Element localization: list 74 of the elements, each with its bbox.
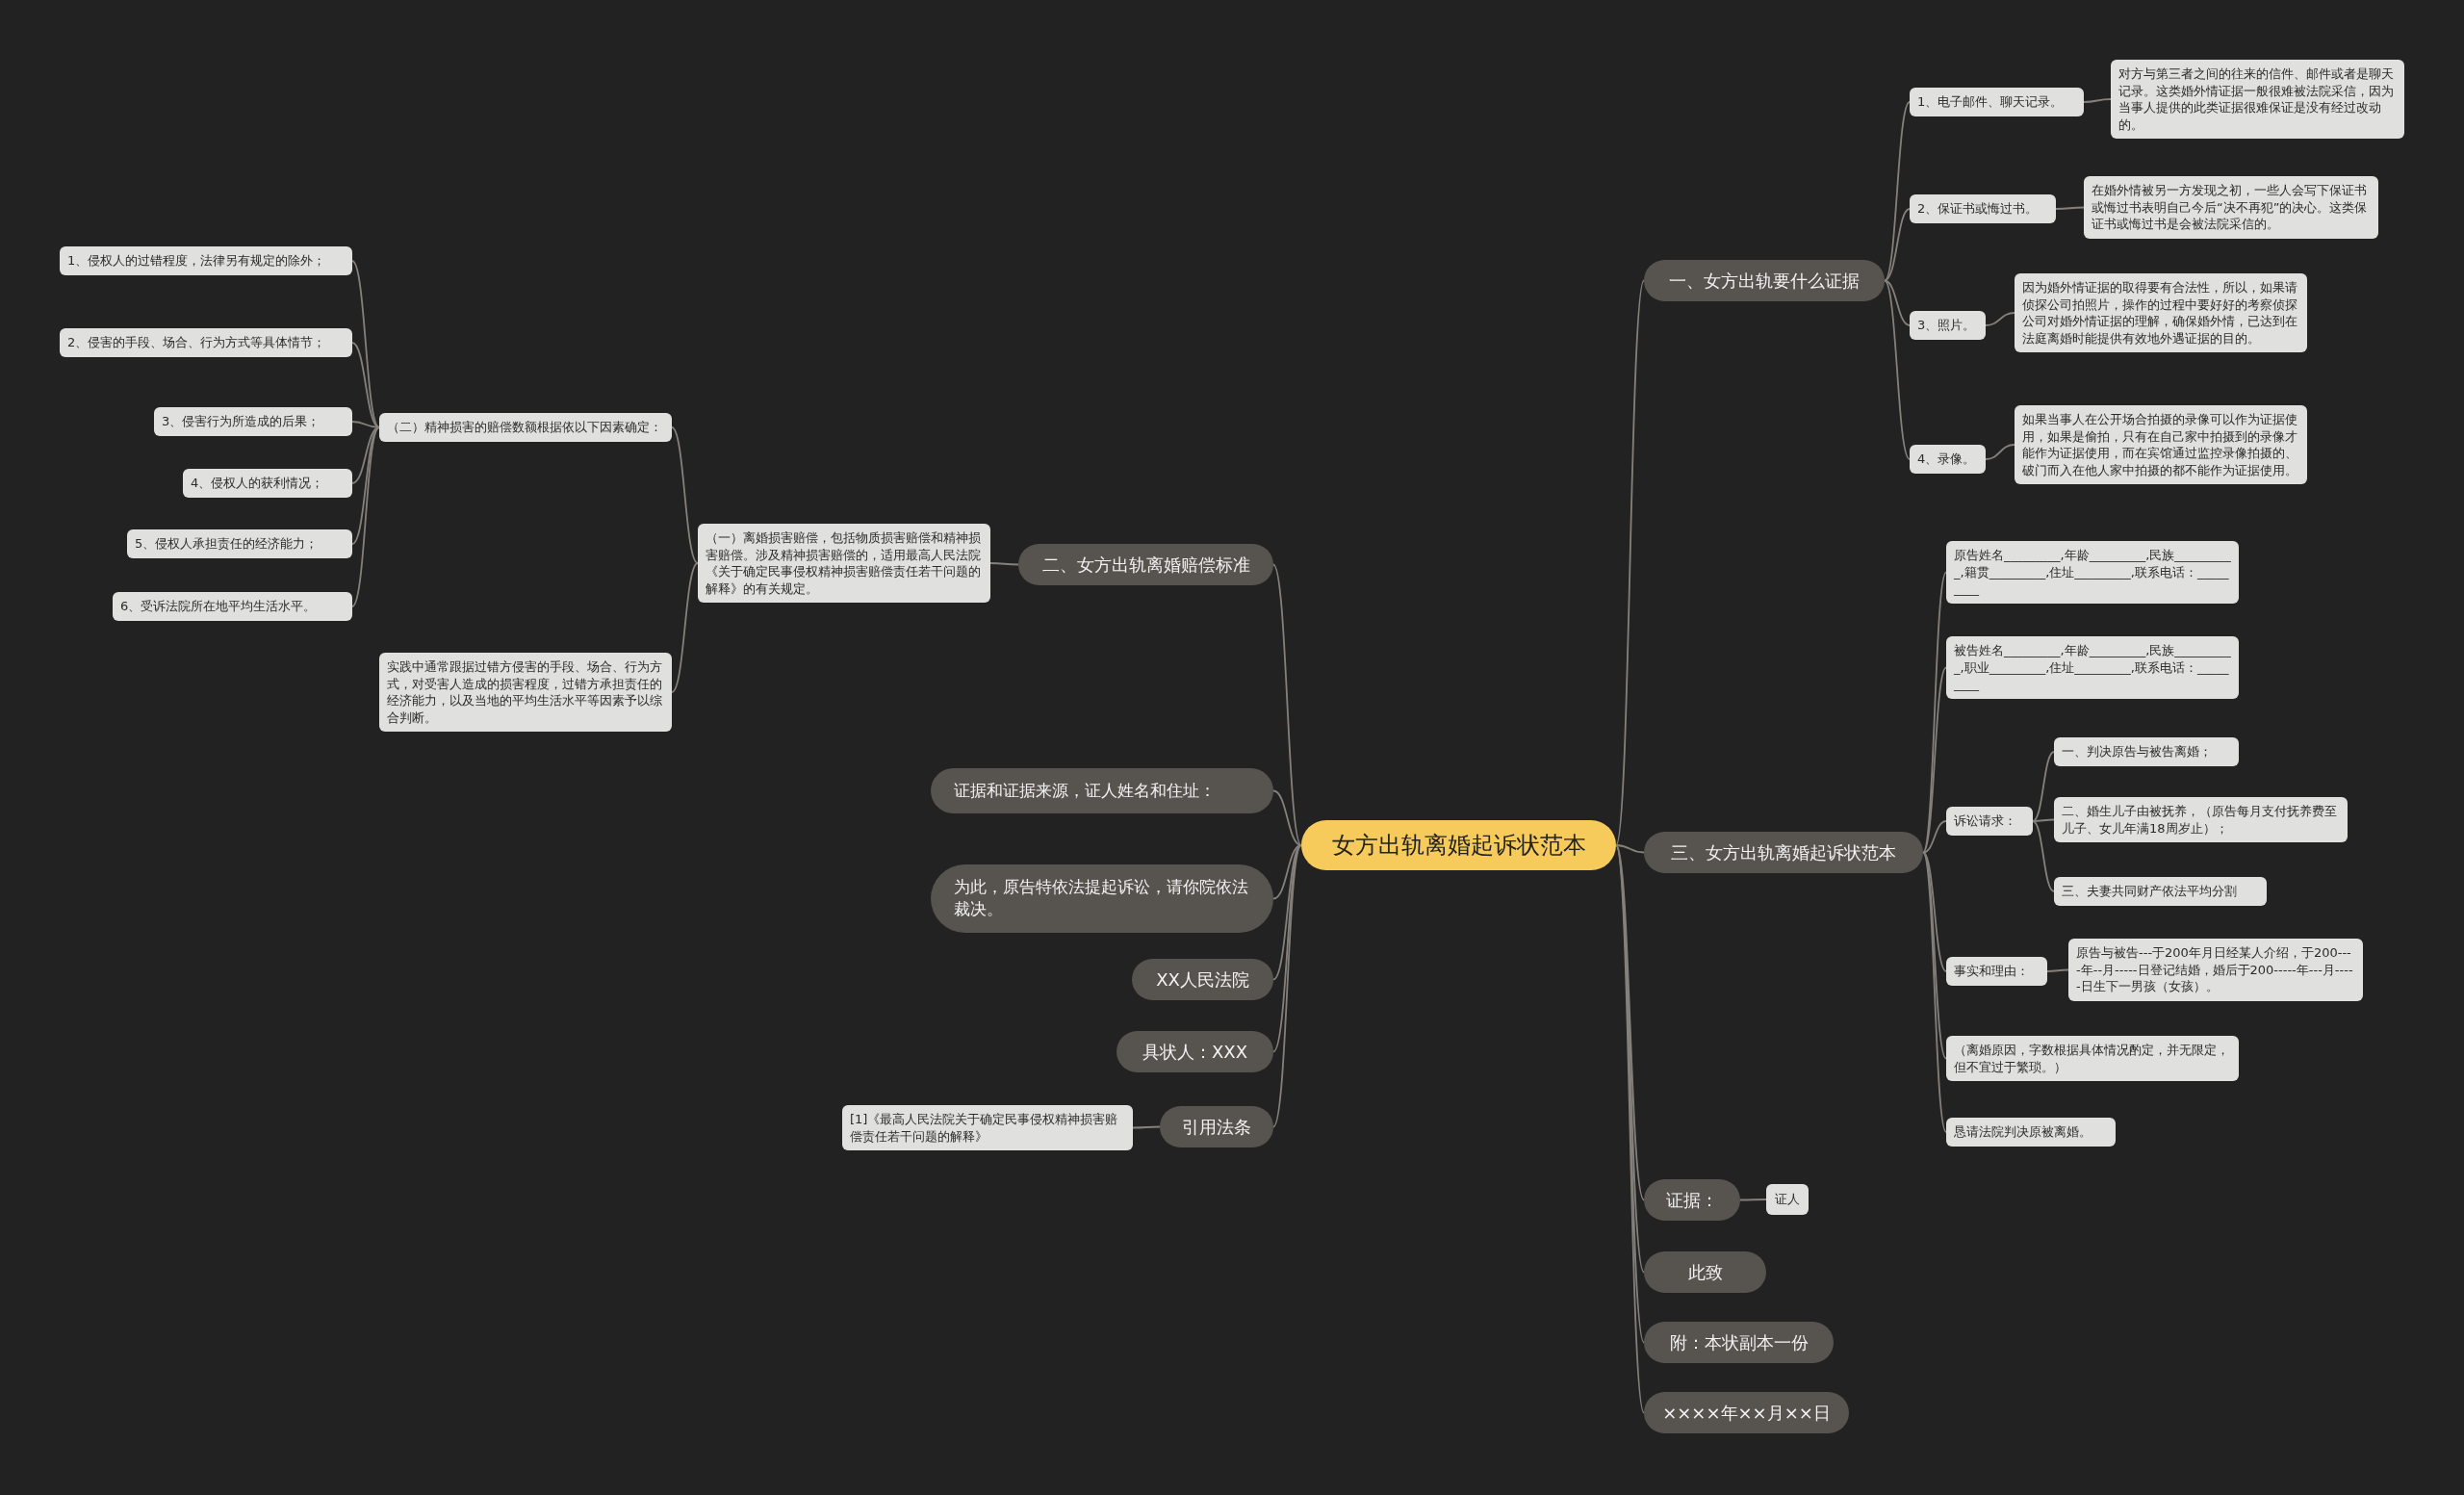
topic-pill: 具状人：XXX — [1116, 1031, 1273, 1072]
connector-line — [351, 426, 380, 484]
topic-pill: 引用法条 — [1160, 1106, 1273, 1147]
connector-line — [1922, 666, 1947, 854]
connector-line — [1615, 844, 1645, 854]
connector-line — [1739, 1199, 1767, 1201]
note-card: 3、侵害行为所造成的后果； — [154, 407, 352, 436]
connector-line — [2032, 818, 2055, 822]
connector-line — [351, 342, 380, 428]
note-card: 恳请法院判决原被离婚。 — [1946, 1118, 2116, 1147]
note-card: 如果当事人在公开场合拍摄的录像可以作为证据使用，如果是偷拍，只有在自己家中拍摄到的录像才能作为证据使用，而在宾馆通过监控录像拍摄的、破门而入在他人家中拍摄的都不能作为证据使用。 — [2015, 405, 2307, 485]
connector-line — [1272, 844, 1302, 900]
connector-line — [1272, 789, 1302, 846]
note-card: 因为婚外情证据的取得要有合法性，所以，如果请侦探公司拍照片，操作的过程中要好好的考察侦探公司对婚外情证据的理解，确保婚外情，已达到在法庭离婚时能提供有效地外遇证据的目的。 — [2015, 273, 2307, 353]
connector-line — [2032, 751, 2055, 822]
connector-line — [671, 562, 699, 693]
note-card: 原告姓名_________,年龄_________,民族__________,籍贯_________,住址_________,联系电话：_________ — [1946, 541, 2239, 604]
connector-line — [1922, 851, 1947, 972]
connector-line — [1884, 279, 1911, 460]
connector-line — [351, 260, 380, 428]
note-card: 1、侵权人的过错程度，法律另有规定的除外； — [60, 246, 352, 275]
connector-line — [1272, 563, 1302, 846]
connector-line — [1615, 279, 1645, 846]
topic-pill: 证据： — [1644, 1179, 1740, 1221]
connector-line — [1615, 844, 1645, 1201]
topic-pill: 证据和证据来源，证人姓名和住址： — [931, 768, 1273, 814]
note-card: 实践中通常跟据过错方侵害的手段、场合、行为方式，对受害人造成的损害程度，过错方承担责任的经济能力，以及当地的平均生活水平等因素予以综合判断。 — [379, 653, 672, 733]
connector-line — [1985, 444, 2015, 460]
connector-line — [1884, 101, 1911, 282]
connector-line — [989, 562, 1019, 566]
note-card: 一、判决原告与被告离婚； — [2054, 737, 2239, 766]
note-card: 二、婚生儿子由被抚养，（原告每月支付抚养费至儿子、女儿年满18周岁止）； — [2054, 797, 2348, 843]
note-card: 对方与第三者之间的往来的信件、邮件或者是聊天记录。这类婚外情证据一般很难被法院采信，因为当事人提供的此类证据很难保证是没有经过改动的。 — [2111, 60, 2404, 140]
note-card: 4、录像。 — [1910, 445, 1986, 474]
note-card: （二）精神损害的赔偿数额根据依以下因素确定： — [379, 413, 672, 442]
note-card: 5、侵权人承担责任的经济能力； — [127, 529, 352, 558]
note-card: 原告与被告---于200年月日经某人介绍，于200----年--月-----日登记结婚，婚后于200-----年---月-----日生下一男孩（女孩）。 — [2068, 939, 2363, 1001]
connector-line — [671, 426, 699, 564]
connector-line — [1272, 844, 1302, 1128]
note-card: 证人 — [1766, 1184, 1809, 1215]
connector-line — [1985, 312, 2015, 326]
note-card: 1、电子邮件、聊天记录。 — [1910, 88, 2084, 116]
connector-line — [2046, 968, 2069, 972]
note-card: 在婚外情被另一方发现之初，一些人会写下保证书或悔过书表明自己今后“决不再犯”的决心。这类保证书或悔过书是会被法院采信的。 — [2084, 176, 2378, 239]
note-card: 诉讼请求： — [1946, 807, 2033, 836]
connector-line — [1132, 1125, 1161, 1129]
note-card: 3、照片。 — [1910, 311, 1986, 340]
connector-line — [2083, 98, 2112, 103]
note-card: 2、保证书或悔过书。 — [1910, 194, 2056, 223]
topic-pill: 二、女方出轨离婚赔偿标准 — [1018, 544, 1273, 585]
note-card: 4、侵权人的获利情况； — [183, 469, 352, 498]
connector-line — [2055, 206, 2085, 210]
connector-line — [1884, 208, 1911, 282]
topic-pill: 此致 — [1644, 1251, 1766, 1293]
central-topic: 女方出轨离婚起诉状范本 — [1301, 820, 1616, 870]
note-card: 2、侵害的手段、场合、行为方式等具体情节； — [60, 328, 352, 357]
connector-line — [1884, 279, 1911, 326]
note-card: 三、夫妻共同财产依法平均分割 — [2054, 877, 2267, 906]
topic-pill: 一、女方出轨要什么证据 — [1644, 260, 1885, 301]
connector-line — [351, 426, 380, 607]
note-card: （一）离婚损害赔偿，包括物质损害赔偿和精神损害赔偿。涉及精神损害赔偿的，适用最高人民法院《关于确定民事侵权精神损害赔偿责任若干问题的解释》的有关规定。 — [698, 524, 990, 604]
topic-pill: 为此，原告特依法提起诉讼，请你院依法裁决。 — [931, 864, 1273, 933]
topic-pill: 三、女方出轨离婚起诉状范本 — [1644, 832, 1923, 873]
connector-line — [1922, 820, 1947, 854]
note-card: 事实和理由： — [1946, 957, 2047, 986]
topic-pill: 附：本状副本一份 — [1644, 1322, 1834, 1363]
topic-pill: ××××年××月××日 — [1644, 1392, 1849, 1433]
connector-line — [1272, 844, 1302, 1053]
note-card: [1]《最高人民法院关于确定民事侵权精神损害赔偿责任若干问题的解释》 — [842, 1105, 1133, 1151]
note-card: 6、受诉法院所在地平均生活水平。 — [113, 592, 352, 621]
note-card: （离婚原因，字数根据具体情况酌定，并无限定，但不宜过于繁琐。） — [1946, 1036, 2239, 1082]
note-card: 被告姓名_________,年龄_________,民族__________,职业_________,住址_________,联系电话：_________ — [1946, 636, 2239, 699]
topic-pill: XX人民法院 — [1132, 959, 1273, 1000]
connector-line — [2032, 820, 2055, 892]
